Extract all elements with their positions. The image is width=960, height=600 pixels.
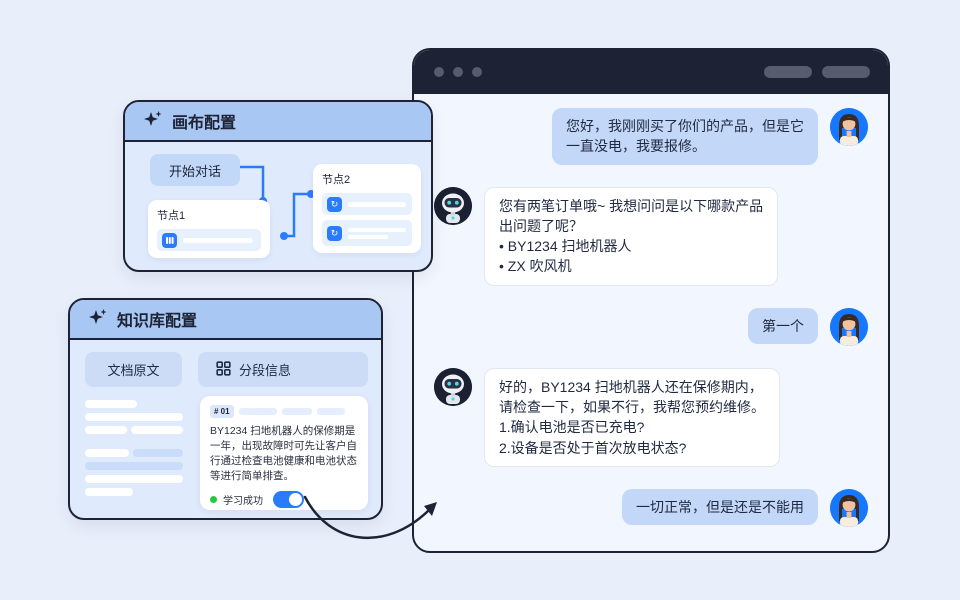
window-controls[interactable]	[434, 67, 482, 77]
message-line: 第一个	[762, 317, 804, 334]
tab-label: 文档原文	[107, 363, 160, 378]
sparkle-icon	[88, 308, 108, 331]
message-line: 出问题了呢？	[499, 217, 583, 234]
success-dot-icon	[210, 495, 217, 503]
chat-message-bot: 您有两笔订单哦~ 我想问问是以下哪款产品 出问题了呢？ • BY1234 扫地机…	[434, 186, 868, 286]
chat-message-bot: 好的，BY1234 扫地机器人还在保修期内， 请检查一下，如果不行，我帮您预约维…	[434, 367, 868, 467]
chat-message-user: 第一个	[434, 307, 868, 346]
skeleton-line	[348, 234, 388, 239]
skeleton-line	[85, 462, 183, 470]
segment-status-label: 学习成功	[223, 495, 263, 507]
node-row: ↻	[322, 193, 412, 215]
user-message-bubble: 您好，我刚刚买了你们的产品，但是它 一直没电，我要报修。	[552, 108, 818, 165]
skeleton-line	[85, 475, 183, 483]
toggle-knob	[289, 492, 302, 506]
segment-badge: # 01	[210, 405, 234, 418]
chat-message-list: 您好，我刚刚买了你们的产品，但是它 一直没电，我要报修。	[414, 94, 888, 527]
skeleton-line	[281, 408, 312, 415]
bot-message-bubble: 好的，BY1234 扫地机器人还在保修期内， 请检查一下，如果不行，我帮您预约维…	[484, 367, 780, 467]
message-line: 请检查一下，如果不行，我帮您预约维修。	[499, 399, 765, 416]
kb-config-header: 知识库配置	[70, 300, 381, 340]
node-row: ↻	[322, 220, 412, 246]
window-control-dot[interactable]	[472, 67, 482, 77]
canvas-config-title: 画布配置	[172, 115, 237, 132]
skeleton-line	[348, 201, 406, 207]
tab-label: 分段信息	[239, 363, 292, 378]
titlebar-pill	[822, 66, 870, 78]
skeleton-line	[85, 426, 127, 434]
message-line: 好的，BY1234 扫地机器人还在保修期内，	[499, 378, 763, 395]
skeleton-line	[183, 237, 253, 243]
tab-segment-info[interactable]: 分段信息	[198, 352, 368, 387]
tab-document-original[interactable]: 文档原文	[85, 352, 182, 387]
user-message-bubble: 一切正常，但是还是不能用	[622, 488, 818, 526]
skeleton-line	[85, 449, 129, 457]
flow-node-1[interactable]: 节点1	[148, 200, 270, 258]
bot-avatar	[434, 186, 472, 225]
refresh-icon: ↻	[327, 225, 342, 241]
user-avatar	[830, 488, 868, 527]
skeleton-line	[85, 413, 183, 421]
document-skeleton	[85, 400, 185, 496]
message-line: 您好，我刚刚买了你们的产品，但是它	[566, 118, 804, 134]
user-message-bubble: 第一个	[748, 307, 818, 345]
skeleton-line	[238, 408, 277, 415]
message-line: 2.设备是否处于首次放电状态?	[499, 439, 687, 456]
chat-message-user: 您好，我刚刚买了你们的产品，但是它 一直没电，我要报修。	[434, 108, 868, 165]
user-avatar	[830, 108, 868, 146]
canvas-config-body: 开始对话 节点1 节点2 ↻ ↻	[125, 142, 431, 270]
dialog-icon	[162, 232, 177, 248]
grid-icon	[216, 360, 231, 379]
flow-node-start[interactable]: 开始对话	[150, 154, 240, 186]
segment-card[interactable]: # 01 BY1234 扫地机器人的保修期是一年，出现故障时可先让客户自行通过检…	[200, 396, 368, 510]
node-row	[157, 229, 261, 251]
skeleton-line	[85, 488, 133, 496]
skeleton-line	[133, 449, 183, 457]
kb-config-body: 文档原文 分段信息	[70, 340, 381, 518]
titlebar-pill	[764, 66, 812, 78]
kb-tabs: 文档原文 分段信息	[85, 352, 368, 387]
chat-window-titlebar	[414, 50, 888, 94]
message-line: • BY1234 扫地机器人	[499, 238, 632, 255]
user-avatar	[830, 307, 868, 346]
chat-message-user: 一切正常，但是还是不能用	[434, 488, 868, 527]
bot-message-bubble: 您有两笔订单哦~ 我想问问是以下哪款产品 出问题了呢？ • BY1234 扫地机…	[484, 186, 779, 286]
titlebar-placeholders	[764, 66, 870, 78]
chat-window: 您好，我刚刚买了你们的产品，但是它 一直没电，我要报修。	[412, 48, 890, 553]
message-line: 1.确认电池是否已充电?	[499, 419, 645, 436]
kb-config-card: 知识库配置 文档原文 分段信息	[68, 298, 383, 520]
message-line: • ZX 吹风机	[499, 258, 572, 275]
window-control-dot[interactable]	[434, 67, 444, 77]
window-control-dot[interactable]	[453, 67, 463, 77]
bot-avatar	[434, 367, 472, 406]
sparkle-icon	[143, 110, 163, 133]
segment-text: BY1234 扫地机器人的保修期是一年，出现故障时可先让客户自行通过检查电池健康…	[210, 425, 357, 482]
learning-toggle[interactable]	[273, 490, 304, 508]
canvas-config-header: 画布配置	[125, 102, 431, 142]
refresh-icon: ↻	[327, 196, 342, 212]
skeleton-line	[131, 426, 183, 434]
canvas-config-card: 画布配置 开始对话 节点1	[123, 100, 433, 272]
skeleton-line	[348, 227, 406, 232]
skeleton-line	[85, 400, 137, 408]
message-line: 一直没电，我要报修。	[566, 138, 706, 155]
flow-node-start-label: 开始对话	[168, 163, 221, 179]
kb-config-title: 知识库配置	[117, 313, 198, 330]
skeleton-line	[316, 408, 345, 415]
flow-node-2-label: 节点2	[322, 174, 351, 186]
flow-node-2[interactable]: 节点2 ↻ ↻	[313, 164, 421, 253]
message-line: 一切正常，但是还是不能用	[636, 498, 804, 515]
message-line: 您有两笔订单哦~ 我想问问是以下哪款产品	[499, 197, 764, 214]
flow-node-1-label: 节点1	[157, 210, 186, 222]
